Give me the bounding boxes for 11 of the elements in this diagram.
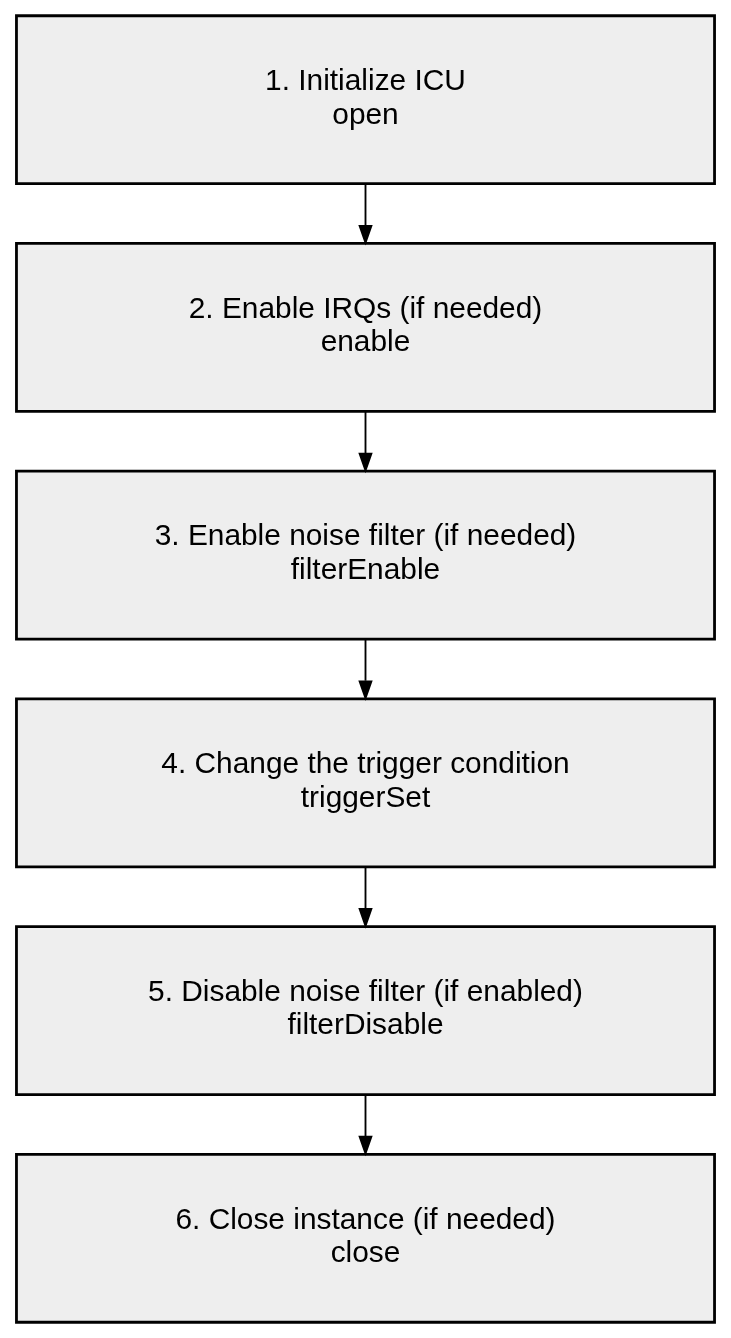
node-box: 1. Initialize ICU open (15, 14, 716, 186)
arrow (358, 182, 373, 246)
arrow (358, 1093, 373, 1157)
node-box: 5. Disable noise filter (if enabled) filterDisable (15, 925, 716, 1096)
node-box: 6. Close instance (if needed) close (15, 1152, 716, 1324)
node-box: 4. Change the trigger condition triggerSet (15, 697, 716, 869)
arrow (358, 865, 373, 929)
node-box: 2. Enable IRQs (if needed) enable (15, 242, 716, 413)
arrow (358, 410, 373, 474)
node-box: 3. Enable noise filter (if needed) filterEnable (15, 469, 716, 641)
arrow (358, 638, 373, 701)
